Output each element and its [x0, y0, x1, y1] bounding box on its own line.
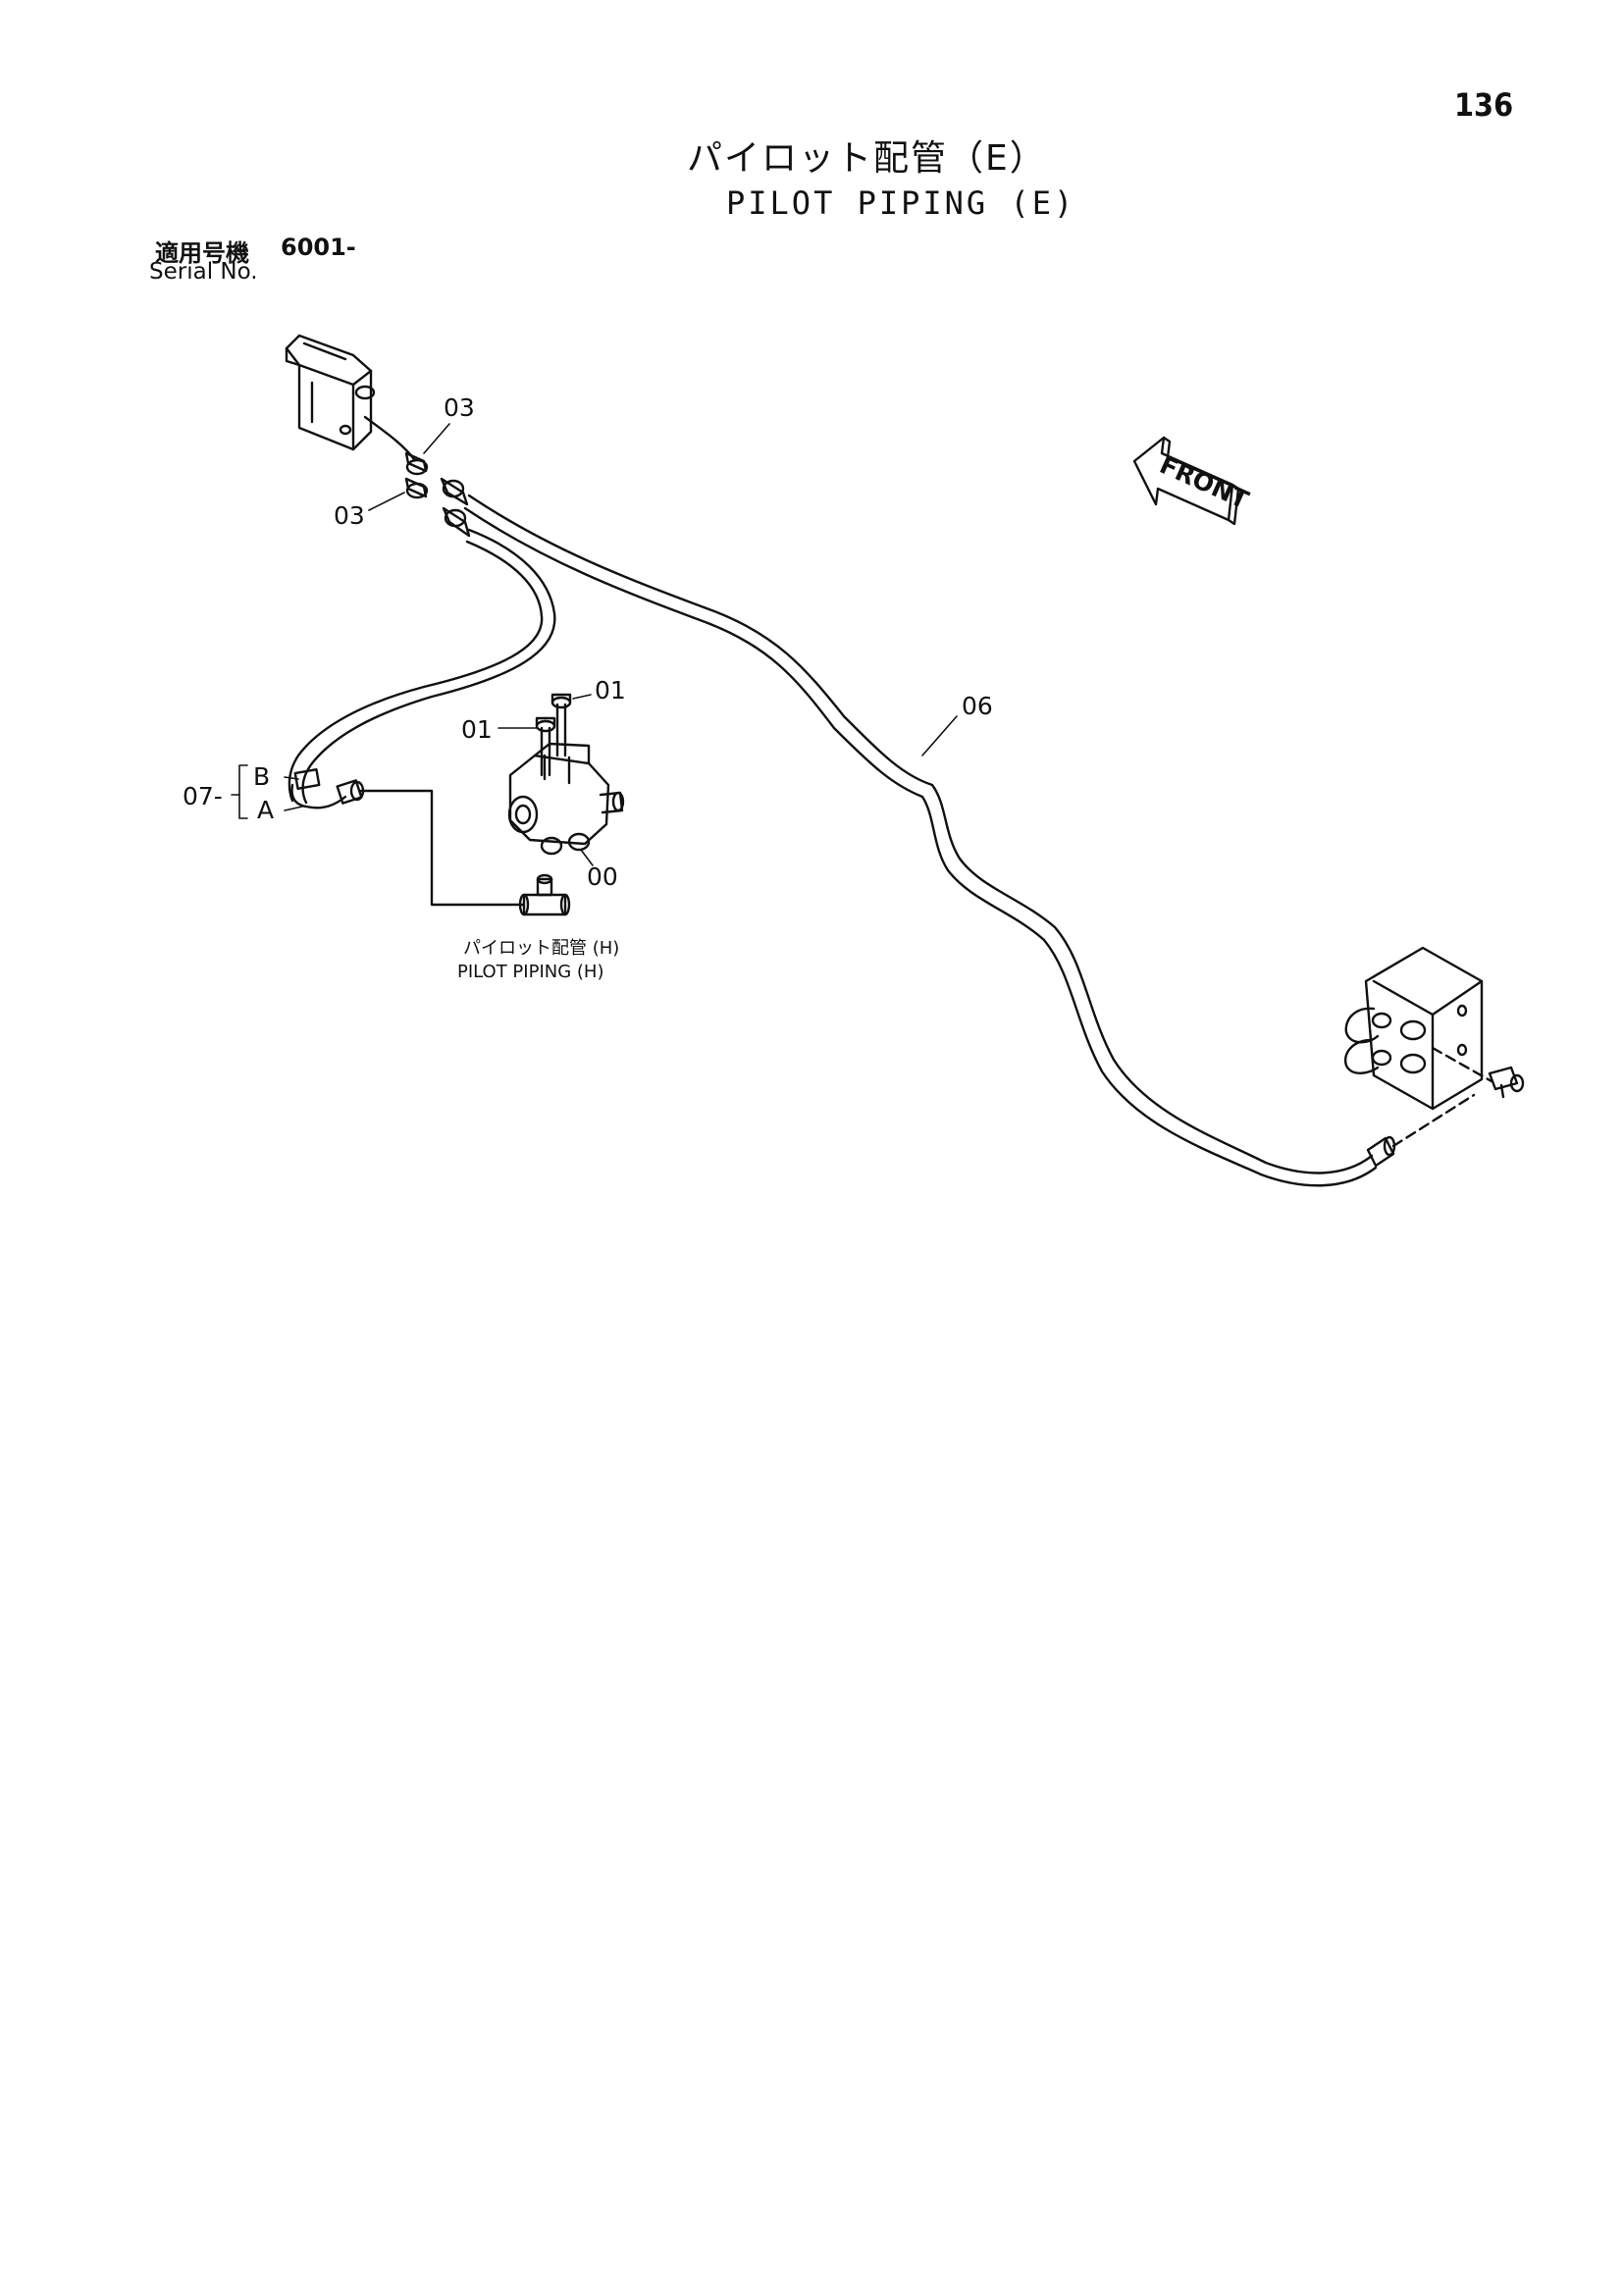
page-title-english: PILOT PIPING (E): [726, 184, 1076, 222]
serial-number-value: 6001-: [281, 234, 356, 261]
bolt-upper: [550, 693, 572, 757]
page-number: 136: [1454, 86, 1514, 124]
control-valve-block: [1343, 946, 1484, 1111]
hose-fitting-b: [290, 768, 321, 809]
hose-end-nut: [1366, 1135, 1396, 1168]
tee-fitting: [518, 873, 571, 916]
callout-01-upper: 01: [595, 676, 626, 704]
callout-03-upper: 03: [444, 393, 475, 422]
shuttle-valve: [507, 742, 625, 856]
adapter-lower: [404, 477, 429, 499]
callout-03-lower: 03: [334, 501, 365, 530]
adapter-upper: [404, 451, 429, 476]
reference-leader: [359, 789, 526, 907]
callout-01-lower: 01: [461, 715, 493, 744]
callout-07: 07-: [183, 782, 223, 810]
callout-00: 00: [587, 862, 618, 891]
tee-fitting-right: [1488, 1066, 1525, 1099]
hose-07: [288, 528, 556, 805]
hose-fitting-left: [440, 477, 471, 538]
front-arrow-label: FRONT: [1156, 450, 1253, 514]
hose-fitting-a: [304, 779, 365, 809]
callout-07-b: B: [253, 762, 270, 791]
leader-lines: [231, 423, 958, 866]
reference-label-english: PILOT PIPING (H): [457, 962, 603, 982]
callout-07-a: A: [257, 796, 274, 824]
serial-label-english: Serial No.: [149, 259, 258, 285]
front-arrow-icon: [1132, 436, 1240, 526]
pilot-valve-block: [285, 334, 376, 451]
bolt-lower: [535, 716, 556, 777]
dash-line-hose: [1391, 1093, 1476, 1148]
dash-line-valve: [1431, 1046, 1493, 1083]
callout-06: 06: [962, 692, 993, 720]
hose-06: [463, 494, 1378, 1187]
page-title-japanese: パイロット配管（E）: [687, 138, 1047, 179]
reference-label-japanese: パイロット配管 (H): [463, 938, 619, 959]
serial-label-japanese: 適用号機: [155, 239, 249, 267]
